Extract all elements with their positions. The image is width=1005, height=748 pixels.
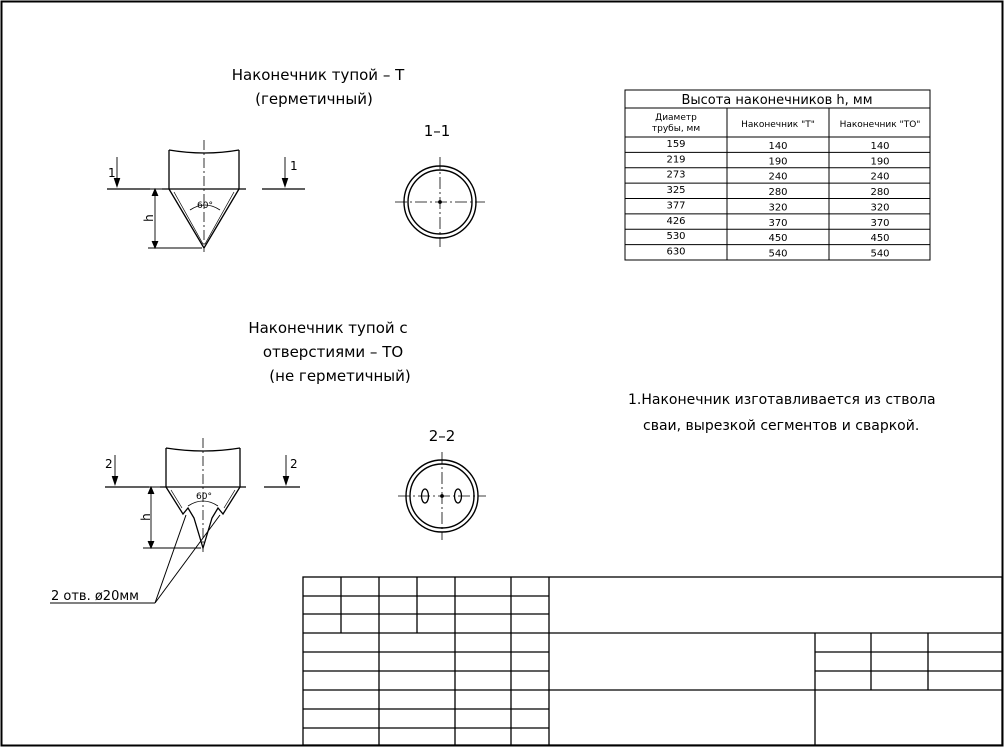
- title-block: [302, 576, 1003, 746]
- height-table-cell: 450: [870, 233, 889, 244]
- hole-right-icon: [453, 488, 463, 504]
- height-table-cell: 140: [870, 141, 889, 152]
- view-to-title-line3: (не герметичный): [269, 367, 410, 385]
- tip-to-cut-mark-right: 2: [290, 457, 298, 471]
- view-t-title-line1: Наконечник тупой – Т: [232, 66, 405, 84]
- tip-to-drawing: [160, 438, 246, 552]
- height-table: Высота наконечников h, мм Диаметр трубы,…: [624, 89, 931, 261]
- section-1-1-label: 1–1: [424, 122, 451, 140]
- height-table-cell: 320: [870, 202, 889, 213]
- tip-t-cut-mark-left: 1: [108, 166, 116, 180]
- section-2-2-drawing: [398, 452, 486, 540]
- height-table-cell: 280: [870, 187, 889, 198]
- hole-left-icon: [420, 488, 430, 504]
- view-t-title-line2: (герметичный): [255, 90, 373, 108]
- holes-leader: [50, 514, 221, 604]
- height-table-col-diameter-line1: Диаметр: [655, 113, 697, 123]
- tip-t-cut-marks: [107, 157, 305, 190]
- height-table-col-diameter-line2: трубы, мм: [652, 124, 700, 134]
- height-table-caption: Высота наконечников h, мм: [681, 93, 872, 108]
- section-2-2-label: 2–2: [429, 427, 456, 445]
- tip-t-angle-label: 60°: [197, 201, 213, 211]
- height-table-cell: 320: [768, 202, 787, 213]
- tip-to-cut-marks: [105, 455, 300, 488]
- height-table-cell: 280: [768, 187, 787, 198]
- height-table-cell: 190: [870, 156, 889, 167]
- tip-t-h-label: h: [142, 214, 156, 222]
- height-table-cell: 219: [666, 154, 685, 165]
- view-to-group: Наконечник тупой с отверстиями – ТО (не …: [50, 319, 486, 604]
- view-t-group: Наконечник тупой – Т (герметичный) 60°: [107, 66, 485, 252]
- height-table-cell: 240: [870, 172, 889, 183]
- height-table-cell: 540: [768, 249, 787, 260]
- tip-to-h-label: h: [139, 513, 153, 521]
- height-table-cell: 370: [768, 218, 787, 229]
- height-table-rows: 159 140 140 219 190 190 273 240 240 325 280 280 377 3…: [625, 139, 930, 260]
- tip-t-dimension-h: [148, 187, 202, 250]
- tip-to-angle-label: 60°: [196, 492, 212, 502]
- height-table-cell: 540: [870, 249, 889, 260]
- height-table-cell: 159: [666, 139, 685, 150]
- height-table-cell: 450: [768, 233, 787, 244]
- height-table-cell: 325: [666, 185, 685, 196]
- height-table-cell: 140: [768, 141, 787, 152]
- height-table-cell: 426: [666, 216, 685, 227]
- height-table-col-t: Наконечник "Т": [741, 120, 815, 130]
- tip-t-cut-mark-right: 1: [290, 159, 298, 173]
- height-table-cell: 530: [666, 231, 685, 242]
- holes-callout-label: 2 отв. ø20мм: [51, 589, 139, 604]
- height-table-col-to: Наконечник "ТО": [840, 120, 921, 130]
- height-table-cell: 240: [768, 172, 787, 183]
- height-table-cell: 377: [666, 200, 685, 211]
- height-table-cell: 370: [870, 218, 889, 229]
- height-table-cell: 630: [666, 247, 685, 258]
- note-line1: 1.Наконечник изготавливается из ствола: [628, 392, 936, 408]
- note-line2: сваи, вырезкой сегментов и сваркой.: [643, 418, 919, 434]
- height-table-cell: 190: [768, 156, 787, 167]
- tip-t-drawing: [162, 140, 246, 252]
- tip-to-cut-mark-left: 2: [105, 457, 113, 471]
- height-table-cell: 273: [666, 170, 685, 181]
- view-to-title-line1: Наконечник тупой с: [248, 319, 407, 337]
- view-to-title-line2: отверстиями – ТО: [263, 343, 403, 361]
- section-1-1-drawing: [395, 157, 485, 247]
